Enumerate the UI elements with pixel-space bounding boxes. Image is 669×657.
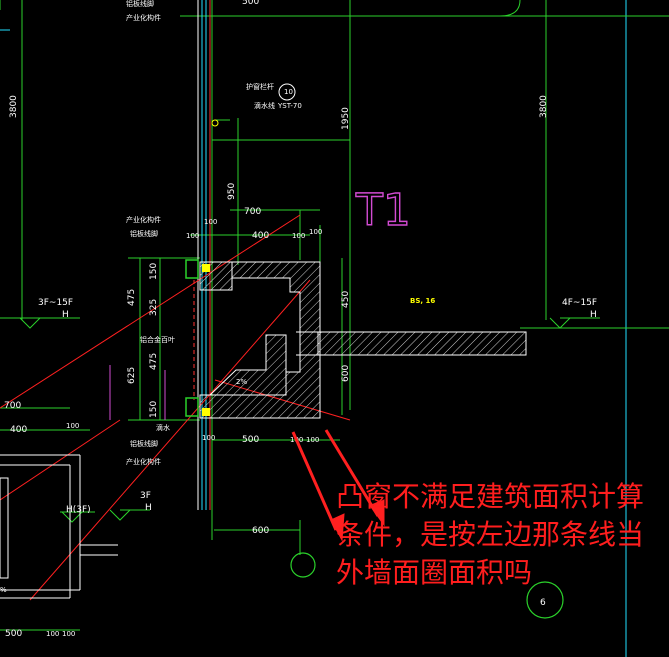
left-room-outline (0, 454, 118, 599)
level-3f-h: H (145, 503, 152, 513)
dim-450: 450 (341, 291, 351, 308)
dim-625: 625 (127, 367, 137, 384)
dim-475-a: 475 (127, 289, 137, 306)
label-mid-louver: 铝合金百叶 (140, 335, 175, 344)
level-h3f: H(3F) (66, 505, 91, 515)
dim-500: 500 (242, 435, 259, 445)
dim-top-cut: 500 (242, 0, 259, 7)
dimension-texts: 500 3800 3800 1950 950 700 100 400 100 1… (0, 0, 549, 639)
magenta-lines (109, 365, 166, 420)
dim-left-400: 400 (10, 425, 27, 435)
bay-window-section (185, 259, 527, 419)
question-annotation: 凸窗不满足建筑面积计算条件，是按左边那条线当外墙面圈面积吗 (336, 480, 645, 589)
dim-1950: 1950 (341, 107, 351, 130)
dim-100-b: 100 (186, 232, 199, 240)
dim-bottom-100b: 100 (62, 630, 75, 638)
yellow-tag: BS, 16 (410, 297, 435, 305)
dim-700-top: 700 (244, 207, 261, 217)
dim-100-a: 100 (204, 218, 217, 226)
label-drip: 滴水线 (254, 101, 275, 110)
label-upper-member: 产业化构件 (126, 215, 161, 224)
level-right-text: 4F~15F (562, 298, 597, 308)
dim-600: 600 (341, 365, 351, 382)
wall-lines (193, 0, 211, 510)
dim-bottom-100a: 100 (46, 630, 59, 638)
circle-number: 6 (540, 598, 546, 608)
dim-100-d: 100 (309, 228, 322, 236)
green-dimension-lines (0, 0, 669, 631)
dim-475-b: 475 (149, 353, 159, 370)
dim-100-g: 100 (306, 436, 319, 444)
grid-circles (211, 83, 564, 619)
level-3f-text: 3F (140, 491, 151, 501)
level-left-text: 3F~15F (38, 298, 73, 308)
dim-slope-left: % (0, 586, 7, 594)
component-labels: 铝板线脚 产业化构件 护窗栏杆 10 滴水线 YST-70 产业化构件 铝板线脚… (38, 0, 597, 608)
label-lower-drip: 滴水 (156, 423, 170, 432)
level-markers (19, 317, 600, 523)
level-right-h: H (590, 310, 597, 320)
question-arrows (291, 429, 385, 542)
label-rail-num: 10 (284, 88, 293, 96)
label-rail: 护窗栏杆 (246, 82, 274, 91)
dim-325: 325 (149, 299, 159, 316)
dim-600-bottom: 600 (252, 526, 269, 536)
dim-left-100: 100 (66, 422, 79, 430)
dim-right-3800: 3800 (539, 95, 549, 118)
level-left-h: H (62, 310, 69, 320)
dim-400: 400 (252, 231, 269, 241)
dim-150-b: 150 (149, 401, 159, 418)
dim-left-700: 700 (4, 401, 21, 411)
dim-slope: 2% (236, 378, 247, 386)
label-upper-trim: 铝板线脚 (130, 229, 158, 238)
dim-left-3800: 3800 (9, 95, 19, 118)
label-drip-num: YST-70 (277, 102, 302, 110)
dim-100-e: 100 (202, 434, 215, 442)
drawing-big-label: T1 (355, 185, 411, 236)
dim-bottom-500: 500 (5, 629, 22, 639)
dim-950: 950 (227, 183, 237, 200)
label-lower-member: 产业化构件 (126, 457, 161, 466)
dim-100-c: 100 (292, 232, 305, 240)
label-top-member: 产业化构件 (126, 13, 161, 22)
dim-150-a: 150 (149, 263, 159, 280)
label-top-trim: 铝板线脚 (126, 0, 154, 8)
label-lower-trim: 铝板线脚 (130, 439, 158, 448)
